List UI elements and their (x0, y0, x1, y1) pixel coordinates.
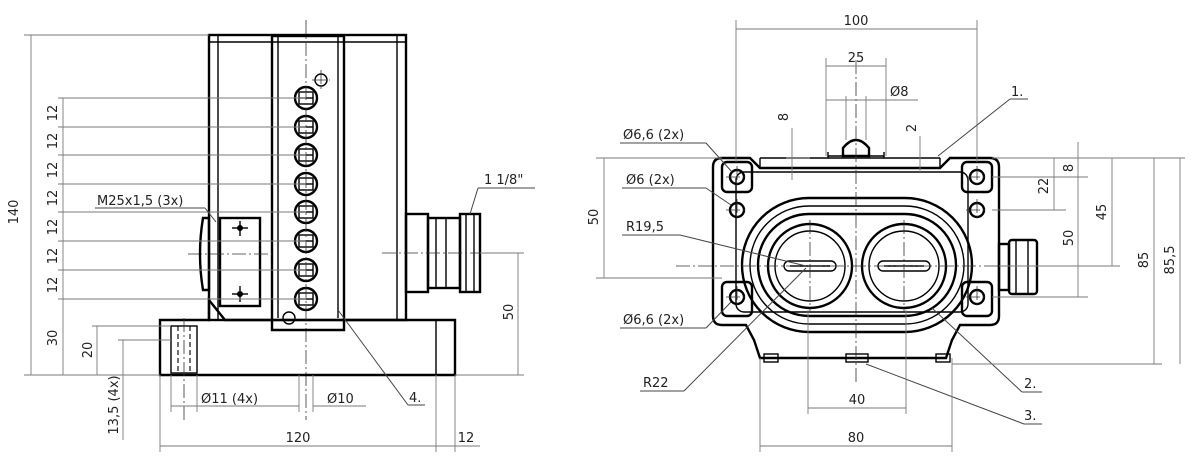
top-pin (841, 138, 871, 158)
dim-120-label: 120 (286, 431, 311, 446)
pitch-label: 12 (46, 190, 61, 207)
pitch-label: 12 (46, 277, 61, 294)
callout-4-leader (337, 309, 409, 406)
mount-hole-top-left (720, 160, 754, 194)
mount-hole-a-label: Ø6,6 (2x) (623, 128, 684, 143)
front-view: 100 25 Ø8 8 2 1. Ø6,6 (2x) Ø6 (2x) R19,5 (587, 14, 1185, 452)
pitch-label: 12 (46, 133, 61, 150)
dim-30-label: 30 (46, 330, 61, 347)
callout-2-label: 2. (1024, 377, 1036, 392)
dim-50-gland-label: 50 (502, 304, 517, 321)
dim-85-label: 85 (1137, 252, 1152, 269)
radius-large-label: R22 (643, 376, 669, 391)
pitch-label: 12 (46, 248, 61, 265)
bottom-boss-left (763, 353, 779, 363)
dim-25-label: 25 (848, 51, 865, 66)
bottom-screw-hole (282, 311, 296, 325)
radius-small-label: R19,5 (626, 220, 664, 235)
front-housing-outline (711, 156, 1001, 360)
mount-hole-mid-right (966, 199, 988, 221)
bottom-boss-right (935, 353, 951, 363)
dim-80-label: 80 (848, 431, 865, 446)
pitch-label: 12 (46, 162, 61, 179)
callout-3-leader (865, 363, 1025, 425)
terminal-box (218, 216, 262, 308)
dim-12-label: 12 (458, 431, 475, 446)
dim-8-top-label: 8 (777, 113, 792, 121)
side-view: 140 12 12 12 12 12 12 12 30 20 13,5 (4x) (7, 20, 535, 452)
dim-45-label: 45 (1095, 204, 1110, 221)
mount-hole-mid-left (726, 199, 748, 221)
dim-50-left-label: 50 (587, 209, 602, 226)
dim-100-label: 100 (844, 14, 869, 29)
dim-d10-label: Ø10 (327, 392, 354, 407)
dim-135-label: 13,5 (4x) (107, 375, 122, 434)
dim-22-label: 22 (1037, 178, 1052, 195)
stadium-inner (756, 212, 958, 318)
callout-2-leader (931, 307, 1023, 393)
dim-40-label: 40 (849, 393, 866, 408)
stadium-outer (740, 196, 974, 334)
mount-hole-b-label: Ø6 (2x) (626, 173, 675, 188)
mount-hole-top-right (960, 160, 994, 194)
callout-4-label: 4. (409, 391, 421, 406)
front-cable-gland (997, 238, 1039, 296)
bottom-boss-mid (845, 353, 869, 363)
pitch-label: 12 (46, 219, 61, 236)
pitch-label: 12 (46, 105, 61, 122)
mount-hole-bottom-left (720, 280, 754, 318)
base-flange (158, 296, 457, 377)
dim-50-right-label: 50 (1062, 230, 1077, 247)
dim-20-label: 20 (81, 342, 96, 359)
left-side-port (198, 216, 211, 292)
dim-140-label: 140 (7, 200, 22, 225)
thread-size-label: 1 1/8" (484, 173, 523, 188)
inner-frame (735, 171, 969, 313)
dim-855-label: 85,5 (1163, 246, 1178, 275)
callout-3-label: 3. (1024, 409, 1036, 424)
dim-d11-label: Ø11 (4x) (201, 392, 258, 407)
callout-1-label: 1. (1011, 85, 1023, 100)
cover-column (270, 34, 346, 322)
dim-d8-label: Ø8 (890, 85, 909, 100)
stadium-mid (749, 205, 965, 325)
pitch-extension-lines (58, 97, 306, 300)
dim-2-label: 2 (905, 124, 920, 132)
dim-8-right-label: 8 (1062, 164, 1077, 172)
callout-1-leader (937, 98, 1011, 157)
mount-hole-c-label: Ø6,6 (2x) (623, 313, 684, 328)
mount-hole-bottom-right (960, 280, 994, 318)
thread-spec-label: M25x1,5 (3x) (97, 194, 183, 209)
